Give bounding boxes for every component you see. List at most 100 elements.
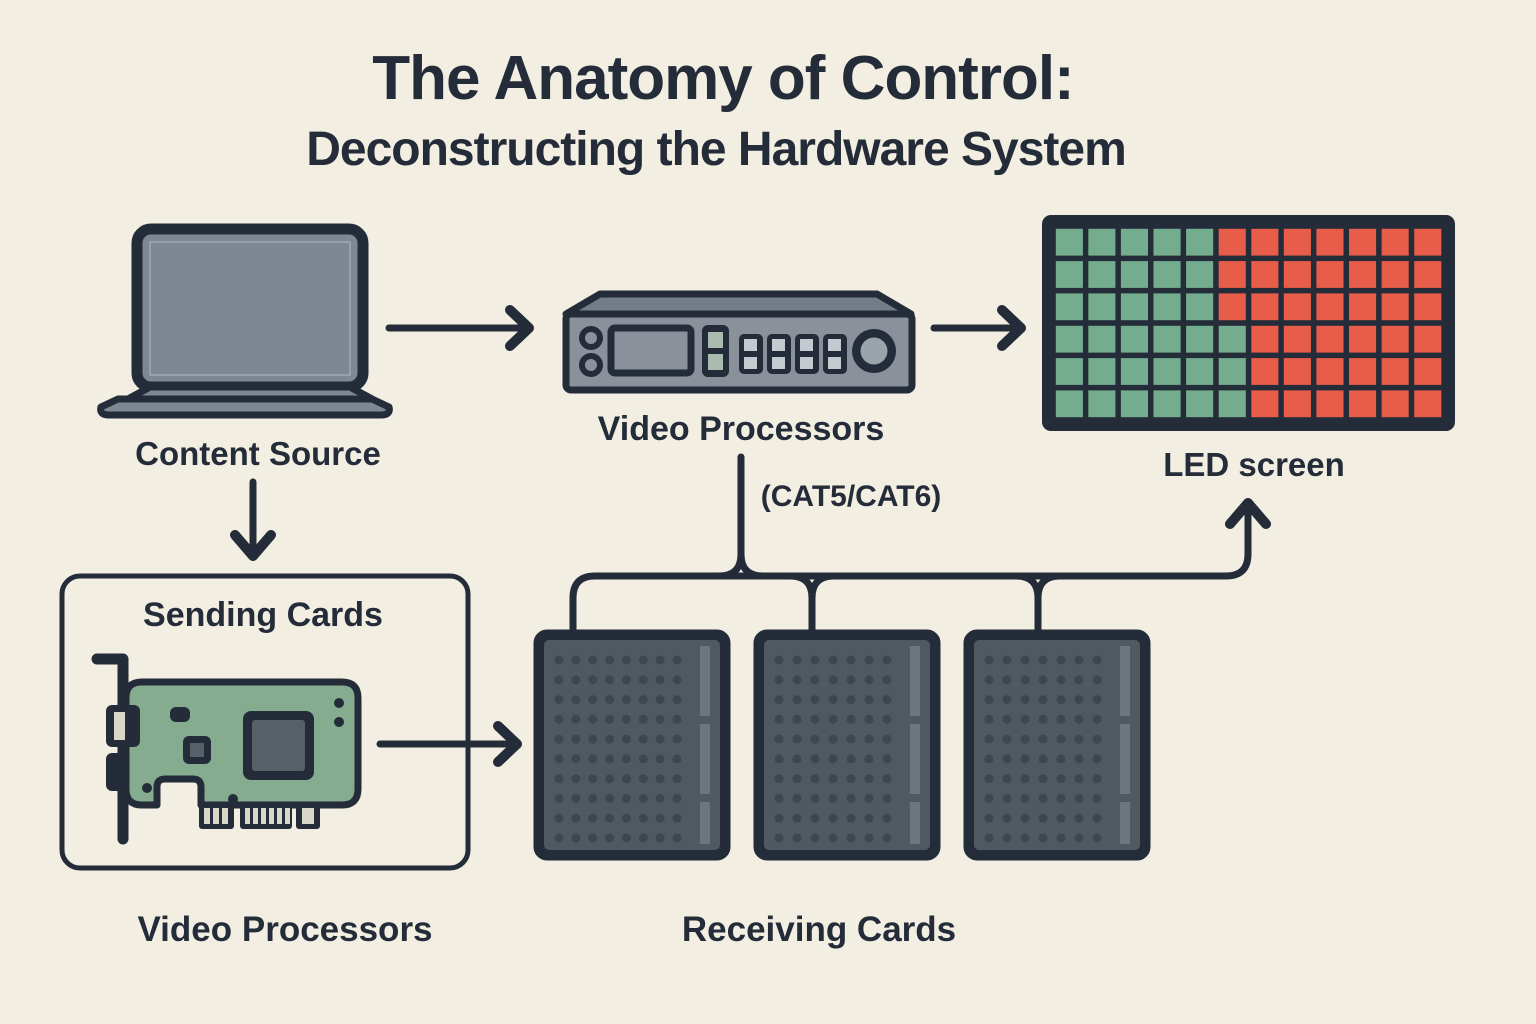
card-dot	[638, 734, 648, 744]
led-cell	[1218, 261, 1246, 288]
card-dot	[828, 813, 838, 823]
card-dot	[828, 734, 838, 744]
led-cell	[1186, 261, 1214, 288]
card-dot	[1002, 754, 1012, 764]
led-cell	[1283, 390, 1311, 418]
led-cell	[1218, 358, 1246, 385]
card-dot	[864, 675, 874, 685]
card-dot	[655, 793, 665, 803]
card-dot	[810, 675, 820, 685]
card-dot	[1038, 714, 1048, 724]
led-cell	[1120, 293, 1148, 321]
card-dot	[882, 774, 892, 784]
led-cell	[1251, 293, 1279, 321]
card-dot	[672, 714, 682, 724]
led-cell	[1055, 261, 1083, 288]
led-cell	[1153, 390, 1181, 418]
card-dot	[554, 714, 564, 724]
led-cell	[1088, 358, 1116, 385]
led-cell	[1186, 293, 1214, 321]
card-strip	[700, 802, 710, 844]
card-dot	[588, 833, 598, 843]
card-dot	[984, 774, 994, 784]
label-sending-cards: Sending Cards	[143, 596, 383, 634]
card-dot	[774, 734, 784, 744]
card-dot	[792, 695, 802, 705]
card-dot	[1092, 813, 1102, 823]
card-dot	[846, 734, 856, 744]
card-dot	[846, 833, 856, 843]
card-dot	[588, 774, 598, 784]
card-dot	[984, 734, 994, 744]
led-cell	[1120, 358, 1148, 385]
card-dot	[1074, 675, 1084, 685]
card-dot	[864, 774, 874, 784]
card-dot	[554, 655, 564, 665]
card-dot	[1038, 655, 1048, 665]
card-dot	[810, 774, 820, 784]
laptop-icon	[97, 223, 393, 419]
led-cell	[1251, 261, 1279, 288]
label-cable-type: (CAT5/CAT6)	[760, 480, 942, 513]
card-dot	[588, 714, 598, 724]
led-cell	[1349, 390, 1377, 418]
card-dot	[810, 754, 820, 764]
led-cell	[1283, 293, 1311, 321]
card-dot	[588, 754, 598, 764]
card-dot	[864, 734, 874, 744]
card-dot	[571, 793, 581, 803]
card-dot	[846, 695, 856, 705]
card-dot	[605, 675, 615, 685]
card-dot	[1020, 714, 1030, 724]
led-cell	[1055, 325, 1083, 353]
card-strip	[910, 802, 920, 844]
card-dot	[882, 695, 892, 705]
led-cell	[1251, 390, 1279, 418]
card-dot	[672, 675, 682, 685]
card-dot	[571, 655, 581, 665]
led-cell	[1414, 228, 1442, 256]
card-dot	[621, 695, 631, 705]
card-dot	[1038, 833, 1048, 843]
led-cell	[1381, 358, 1409, 385]
card-dot	[638, 754, 648, 764]
card-dot	[1002, 695, 1012, 705]
card-dot	[1092, 675, 1102, 685]
card-dot	[1038, 695, 1048, 705]
card-dot	[672, 793, 682, 803]
card-dot	[864, 695, 874, 705]
card-dot	[1056, 833, 1066, 843]
card-dot	[655, 655, 665, 665]
led-cell	[1283, 261, 1311, 288]
card-dot	[1020, 734, 1030, 744]
card-dot	[846, 793, 856, 803]
card-dot	[638, 714, 648, 724]
led-cell	[1088, 325, 1116, 353]
card-dot	[828, 754, 838, 764]
led-cell	[1218, 228, 1246, 256]
video-processor-icon	[562, 290, 916, 394]
card-strip	[910, 724, 920, 794]
card-dot	[605, 695, 615, 705]
receiving-card-icon	[753, 629, 941, 861]
card-dot	[846, 774, 856, 784]
card-dot	[984, 833, 994, 843]
card-dot	[605, 813, 615, 823]
led-cell	[1316, 261, 1344, 288]
card-dot	[571, 734, 581, 744]
card-dot	[1002, 833, 1012, 843]
arrow-source-to-sending-icon	[230, 478, 276, 561]
card-dot	[828, 655, 838, 665]
card-dot	[1056, 793, 1066, 803]
card-dot	[588, 695, 598, 705]
led-cell	[1088, 293, 1116, 321]
card-dot	[1074, 774, 1084, 784]
card-dot	[1074, 754, 1084, 764]
card-dot	[1020, 655, 1030, 665]
led-cell	[1316, 358, 1344, 385]
led-cell	[1153, 358, 1181, 385]
led-cell	[1088, 261, 1116, 288]
card-dot	[1056, 714, 1066, 724]
card-dot	[882, 813, 892, 823]
card-dot	[864, 714, 874, 724]
